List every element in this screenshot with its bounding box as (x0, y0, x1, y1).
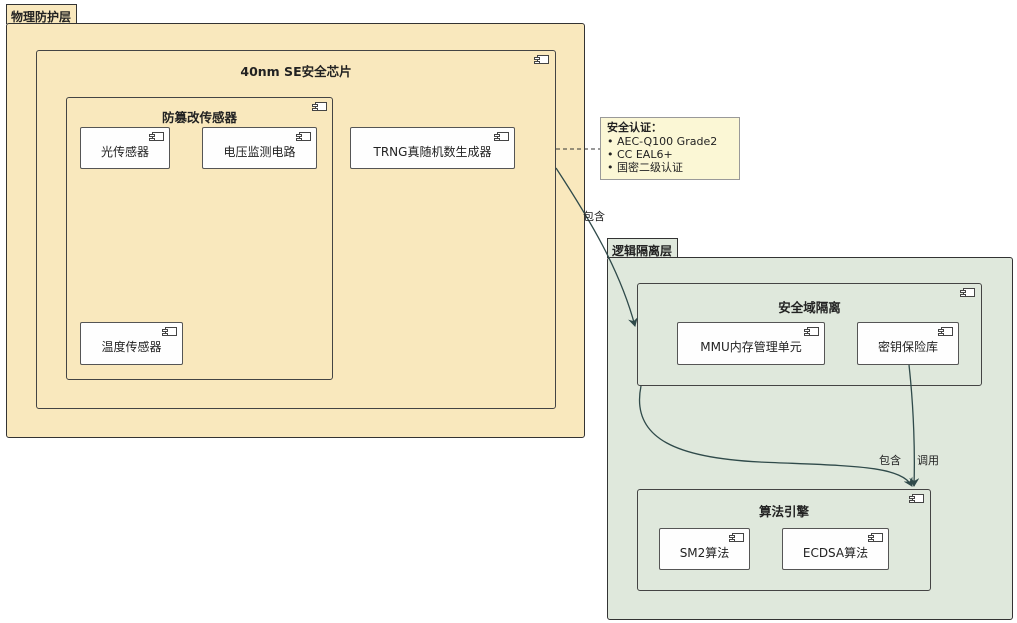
light-sensor[interactable]: 光传感器 (80, 127, 170, 169)
trng-generator[interactable]: TRNG真随机数生成器 (350, 127, 515, 169)
se-chip-title: 40nm SE安全芯片 (240, 64, 352, 79)
temperature-sensor[interactable]: 温度传感器 (80, 322, 183, 365)
trng-label: TRNG真随机数生成器 (373, 144, 492, 159)
vault-to-engine-arrow (908, 364, 920, 487)
ecdsa-label: ECDSA算法 (802, 545, 869, 560)
component-icon (729, 533, 744, 542)
component-icon (938, 327, 953, 336)
key-vault[interactable]: 密钥保险库 (857, 322, 959, 365)
security-domain-title: 安全域隔离 (778, 300, 841, 315)
component-icon (296, 132, 311, 141)
mmu-label: MMU内存管理单元 (700, 340, 802, 354)
component-icon (804, 327, 819, 336)
certification-note-title: 安全认证： (607, 121, 662, 134)
component-icon (868, 533, 883, 542)
sm2-algorithm[interactable]: SM2算法 (659, 528, 750, 570)
trng-domain-edge-label: 包含 (583, 210, 605, 223)
physical-layer-tab: 物理防护层 (6, 4, 78, 24)
mmu-unit[interactable]: MMU内存管理单元 (677, 322, 825, 365)
logical-layer-tab: 逻辑隔离层 (607, 238, 679, 258)
note-item: 国密二级认证 (607, 161, 733, 174)
note-item: AEC-Q100 Grade2 (607, 135, 733, 148)
component-icon (534, 55, 549, 64)
ecdsa-algorithm[interactable]: ECDSA算法 (782, 528, 889, 570)
se-chip-node: 40nm SE安全芯片 (36, 50, 556, 409)
component-icon (494, 132, 509, 141)
security-domain-node: 安全域隔离 (637, 283, 982, 386)
algorithm-engine-title: 算法引擎 (758, 504, 809, 519)
voltage-monitor-circuit[interactable]: 电压监测电路 (202, 127, 317, 169)
certification-note: 安全认证： AEC-Q100 Grade2 CC EAL6+ 国密二级认证 (600, 117, 740, 180)
domain-engine-edge-label: 包含 (879, 454, 901, 467)
tamper-sensor-title: 防篡改传感器 (161, 110, 237, 125)
vault-engine-edge-label: 调用 (917, 454, 939, 467)
note-item: CC EAL6+ (607, 148, 733, 161)
voltage-monitor-label: 电压监测电路 (223, 144, 296, 159)
sm2-label: SM2算法 (679, 545, 730, 560)
trng-to-domain-arrow (555, 167, 638, 327)
light-sensor-label: 光传感器 (100, 144, 149, 159)
component-icon (960, 288, 975, 297)
algorithm-engine-node: 算法引擎 (637, 489, 931, 591)
key-vault-label: 密钥保险库 (877, 340, 938, 354)
component-icon (909, 494, 924, 503)
component-icon (312, 102, 327, 111)
temperature-sensor-label: 温度传感器 (101, 340, 162, 354)
tamper-sensor-node: 防篡改传感器 (66, 97, 333, 380)
component-icon (162, 327, 177, 336)
domain-to-engine-arrow (638, 385, 913, 487)
physical-layer-package (6, 23, 585, 438)
component-icon (149, 132, 164, 141)
